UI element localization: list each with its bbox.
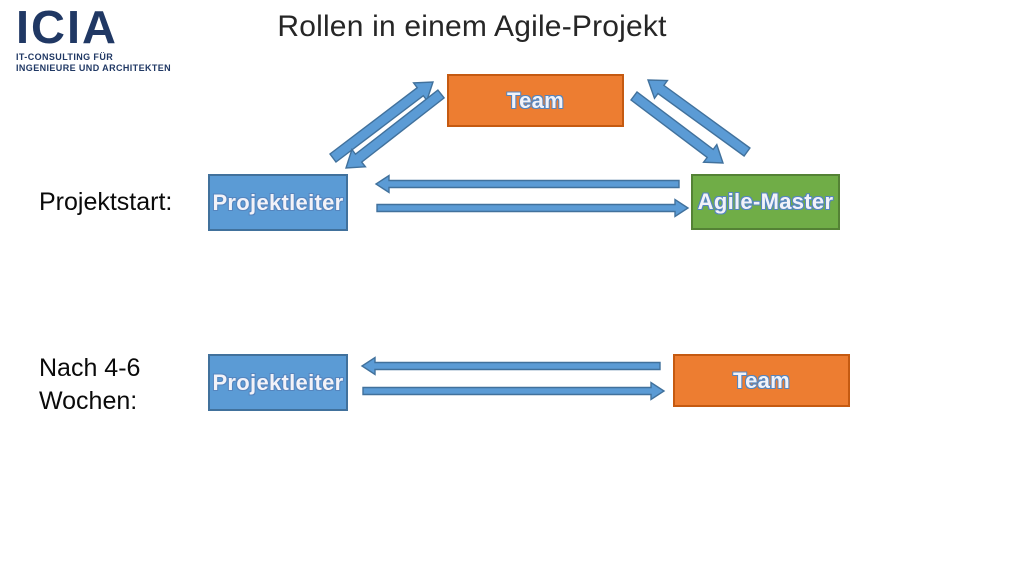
label-projektstart: Projektstart: [39,188,173,216]
slide-title: Rollen in einem Agile-Projekt [277,10,667,43]
logo-tagline-line1: IT-CONSULTING FÜR [16,52,114,62]
arrow-agile-master-to-projektleiter [374,174,680,194]
logo-tagline-line2: INGENIEURE UND ARCHITEKTEN [16,63,172,73]
arrow-team2-to-projektleiter2 [360,356,661,376]
logo-wordmark: ICIA [16,1,118,53]
arrow-projektleiter-to-team [329,81,434,163]
arrow-agile-master-to-team [646,79,751,157]
arrow-team-to-agile-master [630,91,724,164]
arrow-team-to-projektleiter [345,89,446,169]
shape-agile-master: Agile-Master [691,174,840,230]
arrow-projektleiter2-to-team2 [362,381,666,401]
label-nach-line1: Nach 4-6 [39,354,141,382]
shape-team-top: Team [447,74,624,127]
shape-team-bottom: Team [673,354,850,407]
shape-projektleiter-bottom: Projektleiter [208,354,348,411]
label-nach-line2: Wochen: [39,387,138,415]
icia-logo: ICIA IT-CONSULTING FÜR INGENIEURE UND AR… [16,4,171,73]
label-nach-4-6-wochen: Nach 4-6 Wochen: [39,352,140,418]
arrow-projektleiter-to-agile-master [376,198,690,218]
shape-projektleiter-top: Projektleiter [208,174,348,231]
